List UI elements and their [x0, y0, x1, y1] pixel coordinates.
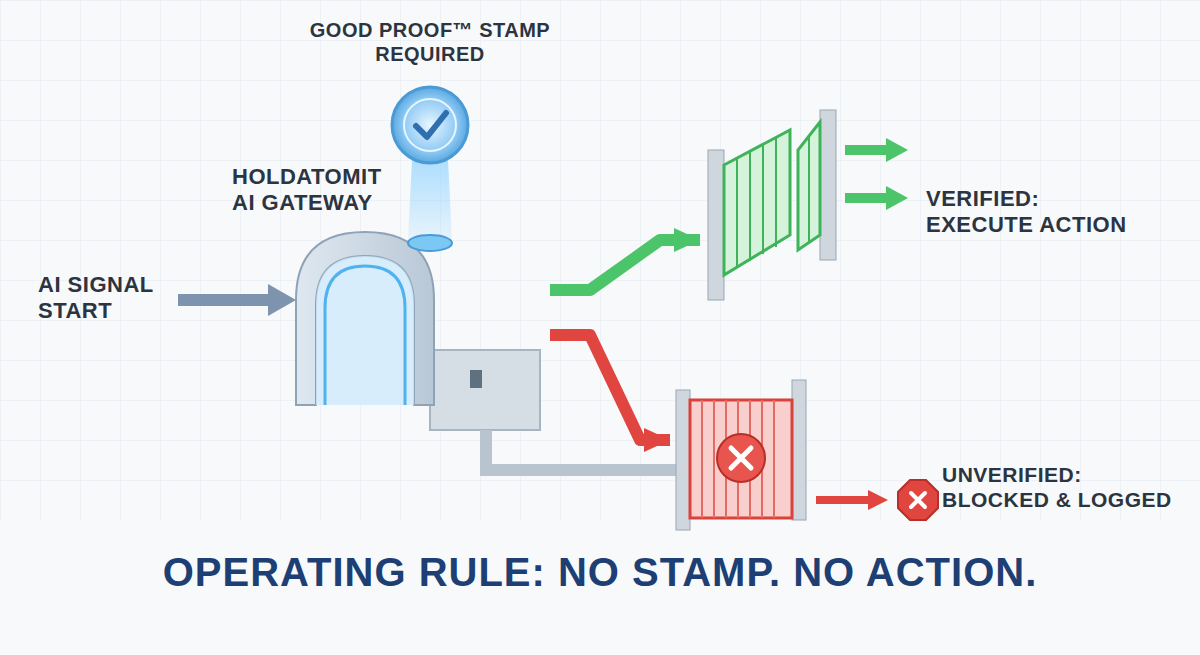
verified-gate: VERIFIED: EXECUTE ACTION: [700, 90, 1160, 310]
stamp-label: GOOD PROOF™ STAMP REQUIRED: [300, 18, 560, 66]
verified-path: [550, 240, 700, 290]
unverified-gate: UNVERIFIED: BLOCKED & LOGGED: [670, 380, 1190, 530]
blocked-path: [550, 335, 670, 440]
node-text: VERIFIED: EXECUTE ACTION: [926, 186, 1141, 239]
diagram-title: OPERATING RULE: NO STAMP. NO ACTION.: [0, 548, 1200, 596]
node-text: UNVERIFIED: BLOCKED & LOGGED: [942, 462, 1182, 512]
gateway-node: HOLDATOMIT AI GATEWAY: [228, 160, 550, 450]
node-text: HOLDATOMIT AI GATEWAY: [232, 164, 392, 217]
signal-label: AI SIGNAL START: [38, 272, 170, 325]
